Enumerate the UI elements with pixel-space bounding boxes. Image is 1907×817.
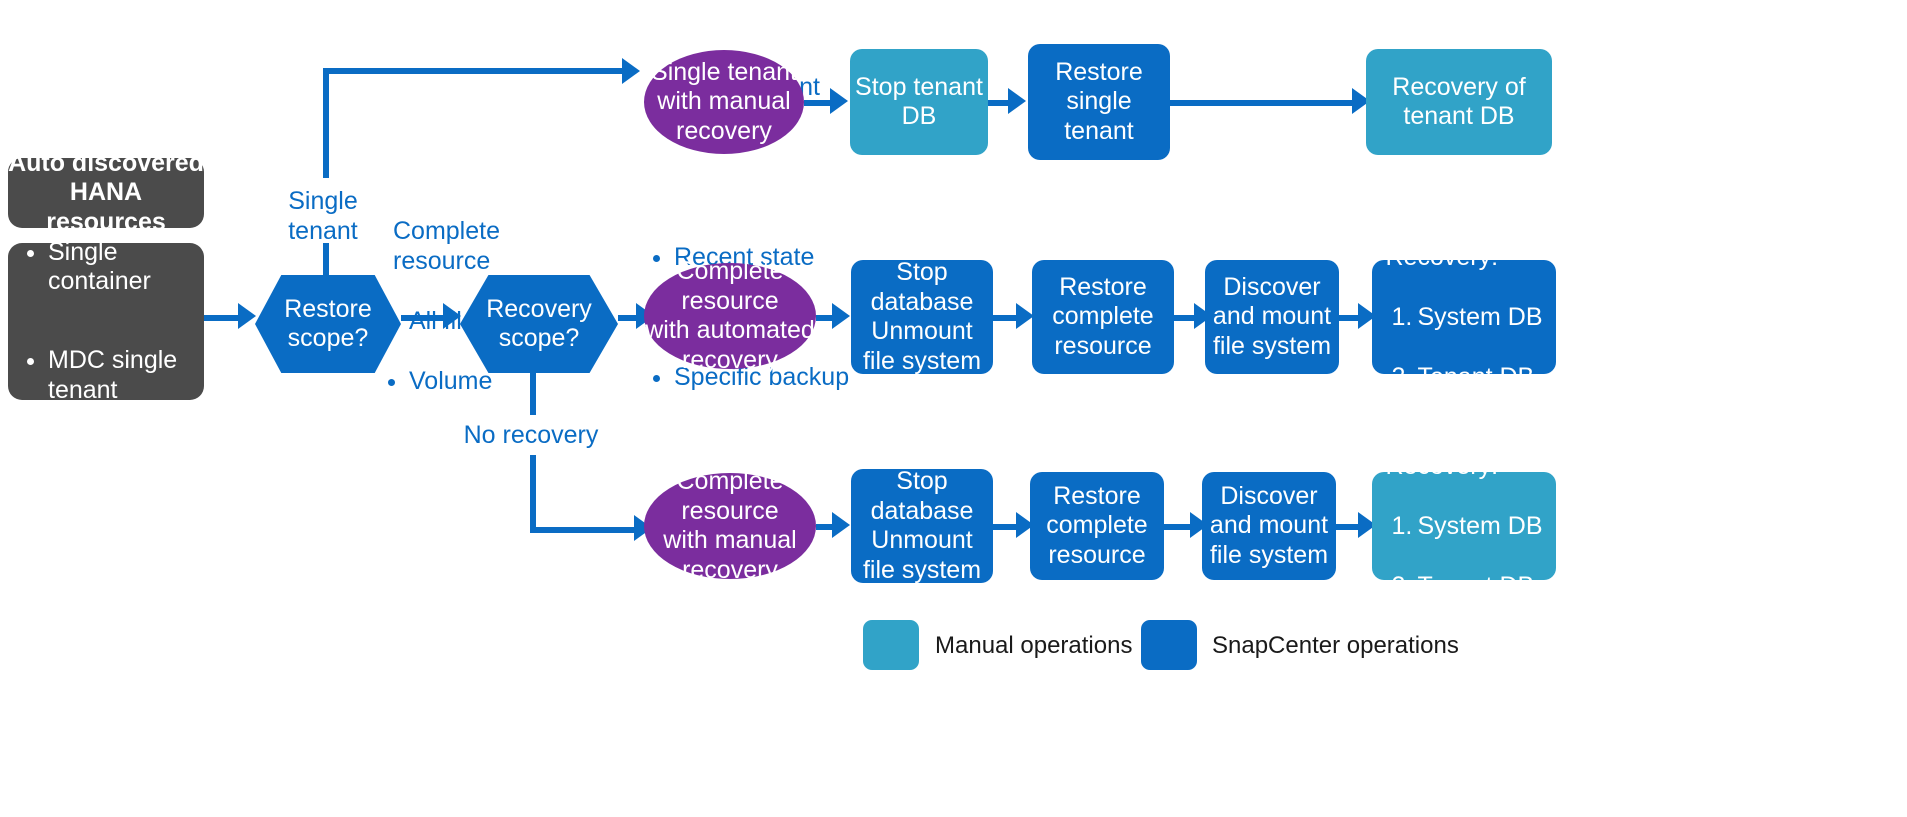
recovery-list-title: Recovery:: [1385, 452, 1499, 480]
connector-bottom-step1-to-step2: [993, 524, 1023, 530]
connector-source-to-restore-scope: [204, 315, 240, 321]
connector-restore-to-recovery-scope: [401, 315, 449, 321]
arrowhead-icon: [832, 512, 850, 538]
arrowhead-icon: [622, 58, 640, 84]
connector-middle-step3-to-recovery: [1339, 315, 1365, 321]
step-discover-and-mount-middle: Discover and mount file system: [1205, 260, 1339, 374]
connector-no-recovery-to-bottom-state: [530, 527, 642, 533]
decision-restore-scope: Restore scope?: [255, 275, 401, 373]
edge-label-no-recovery: No recovery: [463, 421, 599, 449]
edge-label-complete-resource-title: Complete resource: [393, 217, 500, 275]
connector-single-tenant-stub-lower: [323, 243, 329, 277]
step-recovery-system-tenant-db-middle: Recovery: 1.System DB 2.Tenant DB: [1372, 243, 1556, 391]
source-items-list: Single container MDC single tenant: [26, 198, 204, 445]
list-item: MDC single tenant: [48, 346, 204, 405]
connector-middle-state-to-step1: [816, 315, 838, 321]
step-discover-and-mount-bottom: Discover and mount file system: [1202, 472, 1336, 580]
arrowhead-icon: [1352, 88, 1370, 114]
recovery-item-number: 1.: [1391, 512, 1413, 540]
step-recovery-system-tenant-db-bottom: Recovery: 1.System DB 2.Tenant DB: [1372, 452, 1556, 600]
arrowhead-icon: [1016, 303, 1034, 329]
legend-label-snapcenter: SnapCenter operations: [1212, 632, 1459, 659]
arrowhead-icon: [443, 303, 461, 329]
connector-bottom-state-to-step1: [816, 524, 838, 530]
recovery-item-number: 2.: [1391, 572, 1413, 600]
connector-single-tenant-to-top-row: [323, 68, 633, 74]
arrowhead-icon: [1358, 512, 1376, 538]
step-restore-complete-resource-bottom: Restore complete resource: [1030, 472, 1164, 580]
recovery-item-number: 1.: [1391, 303, 1413, 331]
recovery-list-middle: Recovery: 1.System DB 2.Tenant DB: [1385, 212, 1542, 422]
connector-bottom-step2-to-step3: [1164, 524, 1196, 530]
recovery-list-item-1: 1.System DB: [1385, 302, 1542, 332]
arrowhead-icon: [830, 88, 848, 114]
connector-recovery-to-middle-state: [618, 315, 644, 321]
recovery-list-title: Recovery:: [1385, 243, 1499, 271]
connector-single-tenant-stub-upper: [323, 68, 329, 178]
arrowhead-icon: [238, 303, 256, 329]
edge-label-single-tenant: Single tenant: [288, 187, 358, 245]
recovery-item-number: 2.: [1391, 363, 1413, 391]
state-complete-resource-manual-recovery: Complete resource with manual recovery: [644, 467, 816, 584]
recovery-list-bottom: Recovery: 1.System DB 2.Tenant DB: [1385, 421, 1542, 631]
recovery-list-item-2: 2.Tenant DB: [1385, 571, 1542, 601]
recovery-item-label: System DB: [1417, 303, 1543, 331]
decision-recovery-scope: Recovery scope?: [460, 275, 618, 373]
recovery-list-item-1: 1.System DB: [1385, 511, 1542, 541]
state-complete-resource-automated-recovery: Complete resource with automated recover…: [644, 257, 816, 374]
connector-top-state-to-step1: [804, 100, 836, 106]
recovery-item-label: Tenant DB: [1417, 363, 1535, 391]
arrowhead-icon: [832, 303, 850, 329]
arrowhead-icon: [1016, 512, 1034, 538]
step-stop-tenant-db: Stop tenant DB: [850, 49, 988, 155]
arrowhead-icon: [1008, 88, 1026, 114]
step-restore-complete-resource-middle: Restore complete resource: [1032, 260, 1174, 374]
connector-top-step2-to-step3: [1170, 100, 1360, 106]
step-stop-database-unmount-middle: Stop database Unmount file system: [851, 258, 993, 375]
legend-label-manual: Manual operations: [935, 632, 1133, 659]
legend-swatch-snapcenter: [1141, 620, 1197, 670]
connector-top-step1-to-step2: [988, 100, 1014, 106]
step-stop-database-unmount-bottom: Stop database Unmount file system: [851, 467, 993, 584]
state-single-tenant-manual-recovery: Single tenant with manual recovery: [644, 50, 804, 154]
connector-no-recovery-stub-upper: [530, 373, 536, 415]
source-items-block: Single container MDC single tenant: [8, 238, 204, 404]
recovery-list-item-2: 2.Tenant DB: [1385, 362, 1542, 392]
connector-no-recovery-stub-lower: [530, 455, 536, 533]
list-item: Volume: [409, 366, 573, 396]
step-recovery-of-tenant-db: Recovery of tenant DB: [1366, 49, 1552, 155]
recovery-item-label: System DB: [1417, 512, 1543, 540]
step-restore-single-tenant: Restore single tenant: [1028, 44, 1170, 160]
connector-middle-step2-to-step3: [1174, 315, 1200, 321]
arrowhead-icon: [1358, 303, 1376, 329]
legend-swatch-manual: [863, 620, 919, 670]
recovery-item-label: Tenant DB: [1417, 572, 1535, 600]
list-item: Single container: [48, 238, 204, 297]
connector-bottom-step3-to-recovery: [1336, 524, 1366, 530]
connector-middle-step1-to-step2: [993, 315, 1023, 321]
